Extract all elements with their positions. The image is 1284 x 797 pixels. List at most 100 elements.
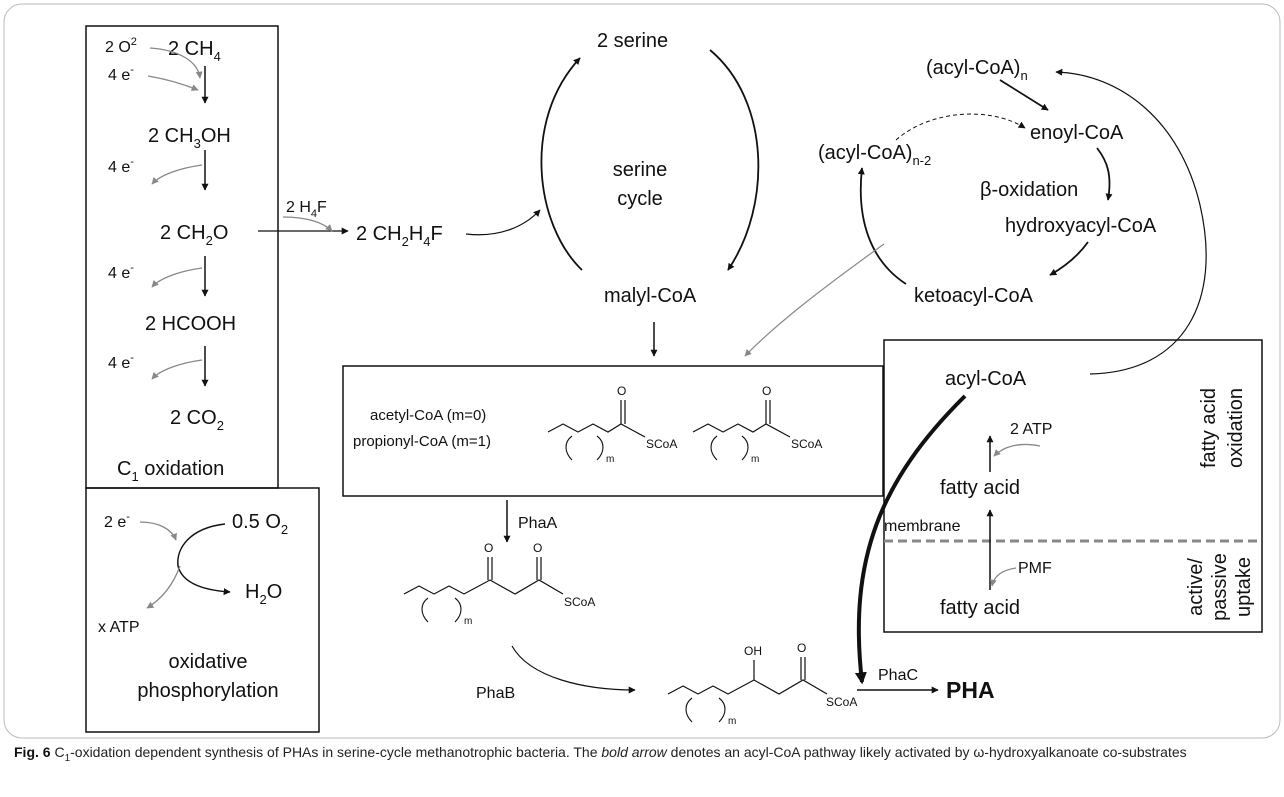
scoa-label-4: SCoA	[826, 695, 857, 709]
hydroxyacyl-coa-label: hydroxyacyl-CoA	[1005, 215, 1157, 237]
svg-text:0.5 O2: 0.5 O2	[232, 511, 288, 537]
electron-output-arrow-2	[151, 164, 203, 185]
o2-label: 2 O	[105, 39, 131, 56]
svg-text:2 H4F: 2 H4F	[286, 199, 327, 220]
electron-label-1: 4 e	[108, 67, 130, 84]
scoa-label-2: SCoA	[791, 437, 822, 451]
phab-label: PhaB	[476, 685, 515, 702]
beta-oxidation-to-acyl-pool-arrow	[744, 243, 885, 357]
methanol-label: 2 CH	[148, 125, 194, 147]
caption-emphasis: bold arrow	[601, 744, 667, 760]
uptake-side-label-2: passive	[1209, 553, 1231, 621]
svg-text:2 CH4: 2 CH4	[168, 38, 221, 64]
serine-cycle-center-line2: cycle	[617, 188, 663, 210]
outer-border	[3, 3, 1281, 739]
acyl-coa-n-label: (acyl-CoA)	[926, 57, 1020, 79]
atp-yield-label: x ATP	[98, 619, 140, 636]
phac-label: PhaC	[878, 667, 918, 684]
fatty-acid-oxidation-side-label-1: fatty acid	[1198, 388, 1220, 468]
svg-text:(acyl-CoA)n-2: (acyl-CoA)n-2	[818, 142, 931, 168]
svg-text:2 CO2: 2 CO2	[170, 407, 224, 433]
propionyl-coa-label: propionyl-CoA (m=1)	[353, 433, 491, 450]
bold-acyl-coa-pathway-arrow	[854, 394, 967, 685]
atp-input-arrow	[993, 443, 1041, 457]
svg-text:4 e-: 4 e-	[108, 262, 134, 282]
m-subscript-label-4: m	[728, 716, 736, 727]
co2-label: 2 CO	[170, 407, 217, 429]
serine-cycle: 2 serine serine cycle malyl-CoA	[465, 30, 760, 357]
electron-label-2: 4 e	[108, 159, 130, 176]
fatty-acid-label-1: fatty acid	[940, 477, 1020, 499]
svg-text:2 e-: 2 e-	[104, 511, 130, 531]
oxphos-reduction-arrow	[177, 523, 231, 596]
formate-label: 2 HCOOH	[145, 313, 236, 335]
pha-synthesis-route: PhaA O O m SCoA PhaB OH O m SCoA PhaC PH…	[403, 500, 995, 727]
carbonyl-o-label-2: O	[762, 384, 771, 398]
figure-label: Fig. 6	[14, 744, 51, 760]
svg-text:2 CH2O: 2 CH2O	[160, 222, 228, 248]
fatty-acid-box: acyl-CoA 2 ATP fatty acid membrane PMF f…	[883, 339, 1263, 633]
serine-cycle-left-arc	[540, 57, 583, 271]
svg-text:4 e-: 4 e-	[108, 352, 134, 372]
acyl-to-enoyl-arrow	[999, 79, 1049, 111]
hydroxy-to-keto-arrow	[1049, 241, 1089, 276]
malyl-coa-label: malyl-CoA	[604, 285, 697, 307]
electron-label-4: 4 e	[108, 355, 130, 372]
methane-label: 2 CH	[168, 38, 214, 60]
keto-to-acyl-n2-arrow	[857, 167, 907, 285]
h4f-transfer: 2 H4F 2 CH2H4F	[258, 199, 443, 249]
acyl-n2-reentry-dashed-arrow	[895, 113, 1026, 141]
electron-output-arrow-3	[151, 267, 203, 288]
water-label: H	[245, 581, 259, 603]
figure-caption: Fig. 6 C1-oxidation dependent synthesis …	[14, 744, 1187, 764]
serine-label: 2 serine	[597, 30, 668, 52]
acyl-coa-to-beta-oxidation-arrow	[1055, 68, 1207, 375]
oxidative-phosphorylation-box: 2 e- 0.5 O2 H2O x ATP oxidative phosphor…	[85, 487, 320, 733]
svg-text:2 CH2H4F: 2 CH2H4F	[356, 223, 443, 249]
atp-cost-label: 2 ATP	[1010, 421, 1052, 438]
hydroxyl-oh-label: OH	[744, 644, 762, 658]
c1-oxidation-title: C	[117, 458, 131, 480]
fatty-acid-oxidation-side-label-2: oxidation	[1225, 388, 1247, 468]
fatty-acid-label-2: fatty acid	[940, 597, 1020, 619]
acyl-coa-label: acyl-CoA	[945, 368, 1027, 390]
o2-consumption-arrow	[149, 47, 203, 79]
svg-text:4 e-: 4 e-	[108, 156, 134, 176]
thioester-o-label-1: O	[533, 541, 542, 555]
svg-text:C1 oxidation: C1 oxidation	[117, 458, 224, 484]
thioester-o-label-2: O	[797, 641, 806, 655]
svg-text:(acyl-CoA)n: (acyl-CoA)n	[926, 57, 1028, 83]
uptake-side-label-1: active/	[1185, 558, 1207, 616]
svg-text:2 CH3OH: 2 CH3OH	[148, 125, 231, 151]
m-subscript-label-3: m	[464, 616, 472, 627]
atp-output-arrow	[146, 565, 181, 609]
carbonyl-o-label-1: O	[617, 384, 626, 398]
acetyl-coa-label: acetyl-CoA (m=0)	[370, 407, 486, 424]
serine-cycle-center-line1: serine	[613, 159, 667, 181]
beta-oxidation-cycle: (acyl-CoA)n (acyl-CoA)n-2 enoyl-CoA β-ox…	[744, 57, 1207, 375]
oxphos-o2-label: 0.5 O	[232, 511, 281, 533]
h4f-input-arrow	[282, 216, 333, 232]
pmf-input-arrow	[989, 567, 1017, 587]
c1-oxidation-box: 2 O2 2 CH4 4 e- 2 CH3OH 4 e- 2 CH2O 4 e-…	[85, 25, 279, 489]
electron-label-3: 4 e	[108, 265, 130, 282]
oxphos-electron-arrow	[139, 521, 177, 541]
membrane-label: membrane	[884, 518, 961, 535]
pha-product-label: PHA	[946, 677, 995, 703]
phaa-label: PhaA	[518, 515, 557, 532]
m-subscript-label-1: m	[606, 454, 614, 465]
oxphos-title-line1: oxidative	[169, 651, 248, 673]
pmf-label: PMF	[1018, 560, 1052, 577]
m-subscript-label-2: m	[751, 454, 759, 465]
oxphos-electron-label: 2 e	[104, 514, 126, 531]
formaldehyde-label: 2 CH	[160, 222, 206, 244]
electron-input-arrow-1	[147, 75, 199, 91]
svg-text:4 e-: 4 e-	[108, 64, 134, 84]
electron-output-arrow-4	[151, 359, 203, 380]
ch2h4f-into-cycle-arrow	[465, 209, 541, 236]
acyl-coa-n2-label: (acyl-CoA)	[818, 142, 912, 164]
keto-o-label: O	[484, 541, 493, 555]
svg-text:H2O: H2O	[245, 581, 282, 607]
